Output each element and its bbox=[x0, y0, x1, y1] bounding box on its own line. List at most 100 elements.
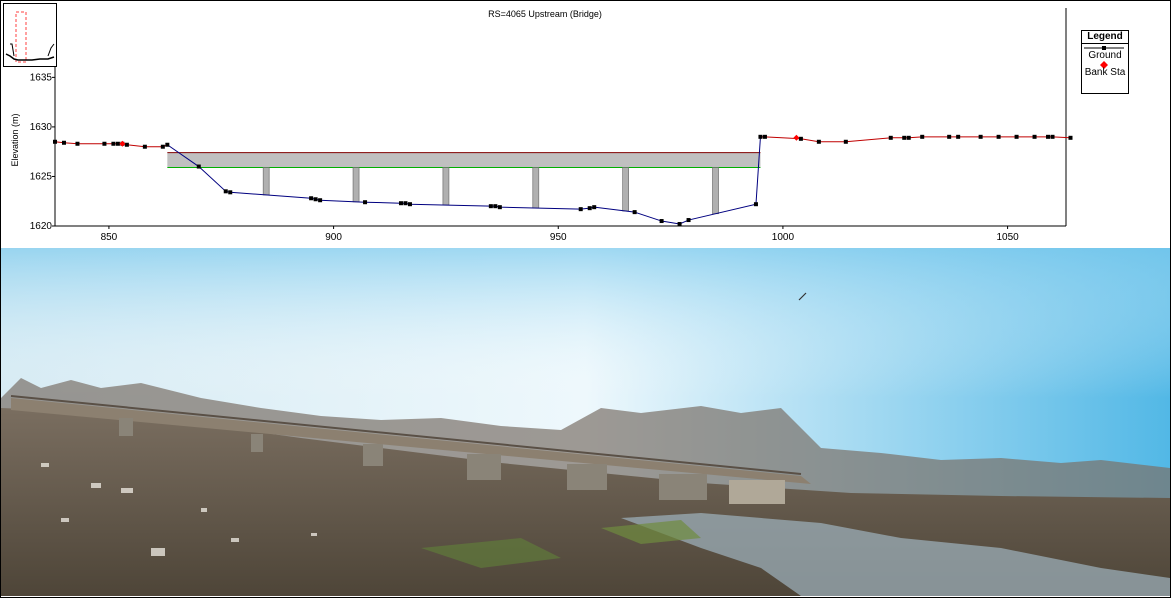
bridge-deck-fill bbox=[167, 152, 761, 168]
ground-point-46 bbox=[1032, 134, 1037, 139]
ground-point-45 bbox=[1014, 134, 1019, 139]
x-tick-label-0: 850 bbox=[101, 232, 118, 243]
ground-point-44 bbox=[996, 134, 1001, 139]
legend-ground-swatch bbox=[1084, 46, 1124, 50]
ground-point-11 bbox=[196, 164, 201, 169]
x-tick-label-1: 900 bbox=[325, 232, 342, 243]
bridge-photograph bbox=[1, 248, 1170, 596]
ground-point-1 bbox=[61, 140, 66, 145]
ground-point-49 bbox=[1068, 135, 1073, 140]
thumbnail-window bbox=[15, 11, 27, 63]
thumbnail-bank-right bbox=[47, 43, 55, 57]
y-tick-label-1: 1625 bbox=[30, 171, 53, 182]
abutment bbox=[729, 480, 785, 504]
ground-point-13 bbox=[228, 190, 233, 195]
ground-point-47 bbox=[1046, 134, 1051, 139]
axes bbox=[54, 8, 1067, 227]
ground-point-24 bbox=[578, 207, 583, 212]
ground-point-21 bbox=[488, 204, 493, 209]
ground-line-right bbox=[760, 136, 1071, 143]
ground-point-48 bbox=[1050, 134, 1055, 139]
bridge-deck-photo bbox=[11, 398, 811, 484]
ground-point-26 bbox=[592, 205, 597, 210]
ground-point-10 bbox=[165, 142, 170, 147]
pier-2 bbox=[352, 167, 360, 203]
y-tick-label-0: 1620 bbox=[30, 221, 53, 232]
legend-bank-label: Bank Sta bbox=[1084, 67, 1126, 78]
thumbnail-svg bbox=[5, 11, 55, 63]
legend-ground-label: Ground bbox=[1088, 50, 1122, 61]
debris bbox=[41, 463, 317, 556]
ground-line-channel bbox=[167, 136, 765, 225]
thumbnail-profile bbox=[5, 53, 55, 61]
legend-bank-swatch bbox=[1100, 61, 1108, 69]
ground-point-5 bbox=[115, 141, 120, 146]
pier-2 bbox=[251, 434, 263, 452]
ground-point-23 bbox=[497, 205, 502, 210]
pier-6 bbox=[712, 167, 719, 215]
grass-patch-2 bbox=[601, 520, 701, 544]
ground-point-34 bbox=[798, 136, 803, 141]
ground-point-43 bbox=[978, 134, 983, 139]
legend-bank-marker bbox=[1100, 61, 1108, 69]
location-thumbnail[interactable] bbox=[3, 3, 57, 67]
sky-haze bbox=[1, 248, 1170, 398]
ground-line-left bbox=[54, 141, 168, 148]
ground-point-16 bbox=[318, 198, 323, 203]
chart-title: RS=4065 Upstream (Bridge) bbox=[488, 9, 602, 19]
cross-section-svg: RS=4065 Upstream (Bridge) Elevation (m) … bbox=[10, 8, 1073, 243]
pier-1 bbox=[262, 167, 270, 196]
ground-point-30 bbox=[686, 218, 691, 223]
ground-point-8 bbox=[142, 144, 147, 149]
pier-3 bbox=[442, 167, 450, 206]
y-tick-label-3: 1635 bbox=[30, 72, 53, 83]
y-tick-label-2: 1630 bbox=[30, 122, 53, 133]
ground-point-3 bbox=[102, 141, 107, 146]
ground-point-22 bbox=[493, 204, 498, 209]
ground-point-2 bbox=[75, 141, 80, 146]
ground-point-9 bbox=[160, 144, 165, 149]
grass-patch bbox=[421, 538, 561, 568]
ground-point-39 bbox=[906, 135, 911, 140]
ground-point-32 bbox=[758, 134, 763, 139]
pier-4 bbox=[532, 167, 540, 209]
ground-point-41 bbox=[947, 134, 952, 139]
legend: Legend Ground Bank Sta bbox=[1081, 30, 1129, 94]
pier-6 bbox=[659, 474, 707, 500]
y-axis-label: Elevation (m) bbox=[10, 113, 20, 166]
ground-point-40 bbox=[920, 134, 925, 139]
ground-point-25 bbox=[587, 206, 592, 211]
bank-station-1 bbox=[793, 134, 800, 141]
ground-point-12 bbox=[223, 189, 228, 194]
bank-station-0 bbox=[119, 140, 126, 147]
ground-point-38 bbox=[902, 135, 907, 140]
x-tick-label-4: 1050 bbox=[996, 232, 1019, 243]
ground-point-27 bbox=[632, 210, 637, 215]
ground-point-33 bbox=[762, 134, 767, 139]
ground-point-14 bbox=[309, 196, 314, 201]
ground-point-17 bbox=[363, 200, 368, 205]
ground-point-20 bbox=[407, 202, 412, 207]
legend-item-ground: Ground bbox=[1082, 44, 1128, 61]
x-tick-label-3: 1000 bbox=[772, 232, 795, 243]
ground-point-35 bbox=[816, 139, 821, 144]
legend-ground-marker bbox=[1102, 46, 1106, 50]
pier-5 bbox=[622, 167, 630, 212]
pier-3 bbox=[363, 444, 383, 466]
ground-point-15 bbox=[313, 197, 318, 202]
thumbnail-bank-left bbox=[10, 43, 15, 57]
ground-point-4 bbox=[111, 141, 116, 146]
pier-4 bbox=[467, 454, 501, 480]
photo-svg bbox=[1, 248, 1170, 596]
series-layer bbox=[53, 134, 1073, 227]
ground-point-36 bbox=[843, 139, 848, 144]
ground-point-42 bbox=[956, 134, 961, 139]
legend-item-bank-sta: Bank Sta bbox=[1082, 61, 1128, 78]
bridge-railing bbox=[10, 395, 802, 475]
ground-point-37 bbox=[888, 135, 893, 140]
ground-point-28 bbox=[659, 219, 664, 224]
ground-point-31 bbox=[753, 202, 758, 207]
ground-point-0 bbox=[53, 139, 57, 144]
ground-point-18 bbox=[398, 201, 403, 206]
